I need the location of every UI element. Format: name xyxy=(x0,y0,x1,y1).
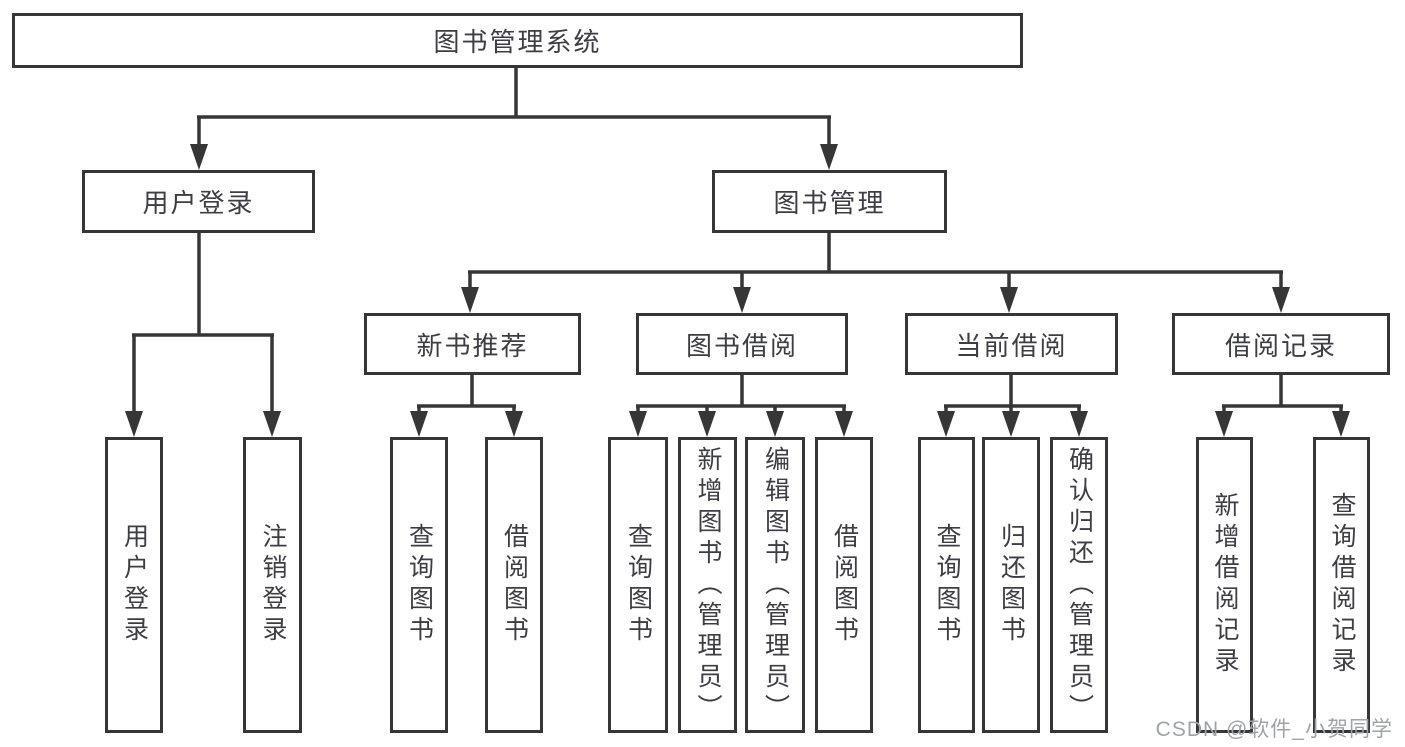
connector-book-management-to-level3 xyxy=(468,233,1283,291)
leaf-borrow-edit-books-admin: 编辑图书（管理员） xyxy=(745,437,805,733)
csdn-watermark: CSDN @软件_小贺同学 xyxy=(1155,718,1393,741)
arrow-book-management xyxy=(820,144,838,170)
arrow-leaf-records-add xyxy=(1215,411,1233,437)
arrow-leaf-current-return xyxy=(1002,411,1020,437)
leaf-records-query-record: 查询借阅记录 xyxy=(1313,437,1370,733)
node-book-management: 图书管理 xyxy=(712,170,947,233)
arrowheads xyxy=(125,144,1350,437)
arrow-leaf-logout xyxy=(263,411,281,437)
arrow-new-book-recommend xyxy=(461,287,479,313)
connector-book-borrow-to-children xyxy=(636,375,846,415)
arrow-leaf-current-query xyxy=(937,411,955,437)
node-borrow-records: 借阅记录 xyxy=(1172,313,1390,375)
leaf-borrow-query-books: 查询图书 xyxy=(608,437,668,733)
arrow-leaf-borrow-query xyxy=(629,411,647,437)
node-user-login: 用户登录 xyxy=(82,170,315,233)
arrow-leaf-recommend-borrow xyxy=(505,411,523,437)
connector-root-to-level2 xyxy=(197,68,831,148)
leaf-recommend-query-books: 查询图书 xyxy=(390,437,448,733)
arrow-leaf-current-confirm xyxy=(1070,411,1088,437)
arrow-borrow-records xyxy=(1272,287,1290,313)
leaf-recommend-borrow-books: 借阅图书 xyxy=(485,437,543,733)
arrow-leaf-records-query xyxy=(1332,411,1350,437)
leaf-current-confirm-return-admin: 确认归还（管理员） xyxy=(1050,437,1108,733)
leaf-borrow-borrow-books: 借阅图书 xyxy=(815,437,873,733)
node-book-borrow: 图书借阅 xyxy=(636,313,848,375)
arrow-current-borrow xyxy=(1000,287,1018,313)
connector-borrow-records-to-children xyxy=(1222,375,1343,415)
connector-new-book-recommend-to-children xyxy=(417,375,516,415)
arrow-leaf-borrow-edit xyxy=(766,411,784,437)
leaf-user-login: 用户登录 xyxy=(105,437,163,733)
arrow-leaf-borrow-borrow xyxy=(835,411,853,437)
node-new-book-recommend: 新书推荐 xyxy=(364,313,581,375)
connector-current-borrow-to-children xyxy=(944,375,1081,415)
arrow-leaf-borrow-add xyxy=(698,411,716,437)
arrow-user-login xyxy=(190,144,208,170)
leaf-borrow-add-books-admin: 新增图书（管理员） xyxy=(678,437,737,733)
arrow-leaf-user-login xyxy=(125,411,143,437)
connector-user-login-to-children xyxy=(132,233,274,415)
leaf-current-return-books: 归还图书 xyxy=(982,437,1040,733)
leaf-current-query-books: 查询图书 xyxy=(918,437,975,733)
leaf-records-add-record: 新增借阅记录 xyxy=(1196,437,1253,733)
leaf-logout: 注销登录 xyxy=(243,437,302,733)
arrow-book-borrow xyxy=(733,287,751,313)
node-root-system: 图书管理系统 xyxy=(12,13,1023,68)
arrow-leaf-recommend-query xyxy=(410,411,428,437)
node-current-borrow: 当前借阅 xyxy=(905,313,1118,375)
